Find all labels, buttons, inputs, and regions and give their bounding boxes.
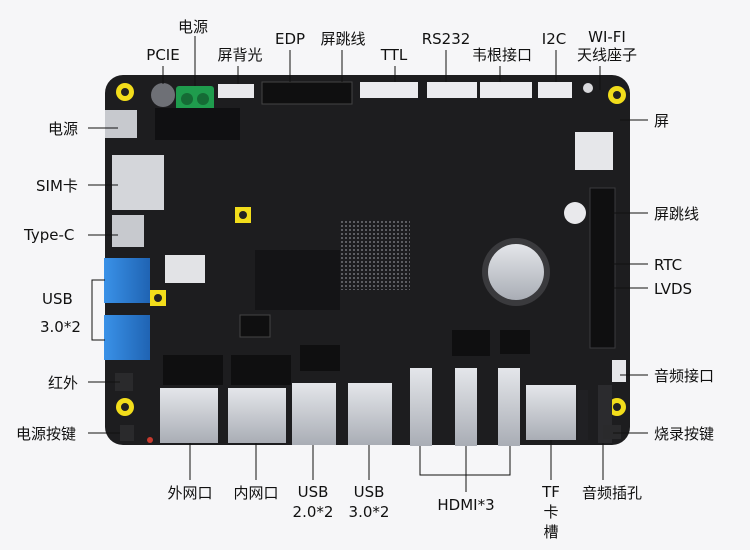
mounting-holes [116, 83, 626, 416]
label-sim: SIM卡 [36, 177, 78, 195]
label-wiegand: 韦根接口 [471, 46, 533, 64]
board-chips [155, 108, 616, 385]
label-backlight: 屏背光 [217, 46, 263, 64]
label-screen-jumper-right: 屏跳线 [654, 205, 700, 223]
label-power-button: 电源按键 [16, 425, 77, 443]
right-connectors [603, 360, 626, 439]
leader-lines [88, 36, 648, 492]
label-usb30-bottom: USB 3.0*2 [348, 483, 390, 521]
label-typec: Type-C [24, 226, 75, 244]
label-i2c: I2C [541, 30, 567, 48]
label-audio-port: 音频接口 [654, 367, 715, 385]
label-usb20-bottom: USB 2.0*2 [292, 483, 334, 521]
label-wifi-line2: 天线座子 [576, 46, 638, 64]
label-int-lan: 内网口 [233, 484, 279, 502]
label-rs232: RS232 [421, 30, 471, 48]
label-wifi-line1: WI-FI [588, 28, 626, 46]
label-lvds: LVDS [654, 280, 693, 298]
label-audio-jack: 音频插孔 [581, 484, 643, 502]
label-ext-lan: 外网口 [167, 484, 213, 502]
label-screen-jumper-top: 屏跳线 [320, 30, 366, 48]
bottom-connectors [160, 368, 612, 446]
label-usb30-left-line1: USB [42, 290, 73, 308]
label-left-power: 电源 [48, 120, 79, 138]
label-ttl: TTL [380, 46, 408, 64]
label-edp: EDP [274, 30, 306, 48]
label-infrared: 红外 [48, 374, 79, 392]
top-connectors [151, 81, 593, 112]
label-rtc: RTC [654, 256, 683, 274]
label-screen: 屏 [654, 112, 670, 130]
left-connectors [104, 110, 164, 443]
label-hdmi: HDMI*3 [437, 496, 495, 514]
label-tf-slot: TF 卡 槽 [542, 483, 560, 541]
label-usb30-left-line2: 3.0*2 [40, 318, 81, 336]
label-top-power: 电源 [177, 18, 209, 36]
label-pcie: PCIE [146, 46, 180, 64]
label-burn-button: 烧录按键 [654, 425, 715, 443]
